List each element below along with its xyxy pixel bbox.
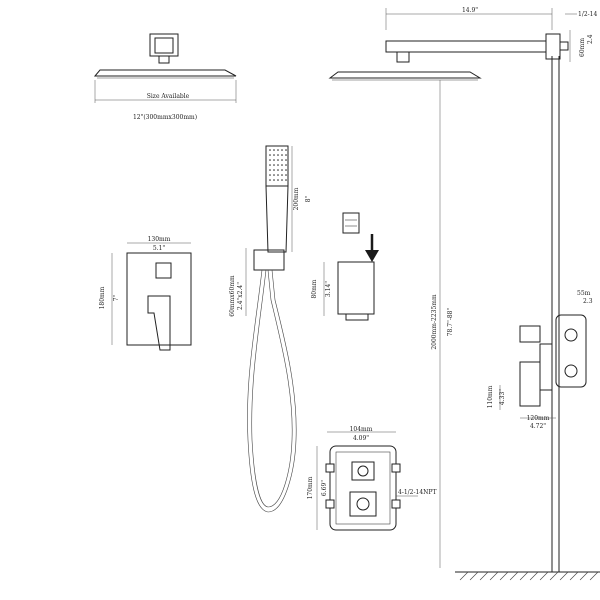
size-available-label: Size Available [147,93,190,100]
showerhead-connector-inner [154,37,174,54]
wall-valve-port-upper [564,328,578,342]
handshower-handle [265,185,289,253]
inlet-thread-label: 1/2-14 [578,11,598,18]
handshower-bracket [253,249,285,271]
wall-valve-port-lower [564,364,578,378]
valve-upper-port [351,461,375,481]
valve-body-inner [335,451,391,525]
hose-inner [251,269,293,508]
trim-height-mm-label: 180mm [99,286,106,309]
valve-inlet-right-top [391,463,401,473]
diverter-knob [155,262,172,279]
side-in-label: 2.3 [583,298,593,305]
wall-head-swivel [396,51,410,63]
arm-drop-in-label: 2.4 [587,34,594,44]
valve-body-outline [329,445,397,531]
hose-outer [247,269,297,513]
wall-trim-plate-side [539,343,553,391]
arm-flange [545,33,561,60]
valve-width-mm-label: 120mm [527,415,550,422]
valve-body-width-mm-label: 104mm [350,426,373,433]
holder-view: 80mm 3.14" [311,212,379,321]
valve-body-height-in-label: 6.69" [321,480,328,496]
arm-length-label: 14.9" [462,7,478,14]
valve-width-in-label: 4.72" [530,423,546,430]
trim-handle [147,295,171,351]
total-height-in-label: 78.7"-88" [447,307,454,336]
valve-body-height-mm-label: 170mm [307,476,314,499]
handshower-nozzles [269,149,287,181]
valve-body-view: 104mm 4.09" 170mm 6.69" 4-1/2-14NPT [307,426,436,531]
side-mm-label: 55m [577,290,591,297]
valve-inlet-right-bottom [391,499,401,509]
valve-depth-in-label: 4.33" [499,389,506,405]
trim-plate [126,252,192,346]
wall-showerhead-plate [328,71,482,79]
trim-width-in-label: 5.1" [153,245,166,252]
wall-handle-upper [519,325,541,343]
insert-arrow-head [365,250,379,262]
arm-drop-label: 60mm [579,38,586,57]
valve-inlet-left-bottom [325,499,335,509]
shower-arm [385,40,547,53]
valve-upper-bore [357,465,369,477]
arm-inlet [559,41,569,51]
bracket-mm-label: 60mmx60mm [229,275,236,317]
holder-cup [345,314,369,321]
trim-width-mm-label: 130mm [148,236,171,243]
valve-depth-mm-label: 110mm [487,385,494,408]
valve-lower-bore [356,497,370,511]
floor-hatch [459,571,599,581]
showerhead-swivel [158,55,170,64]
size-value-label: 12"(300mmx300mm) [133,114,197,121]
showerhead-plate [93,69,237,77]
wall-valve-body [555,314,587,388]
handshower-length-mm-label: 200mm [293,187,300,210]
valve-body-width-in-label: 4.09" [353,435,369,442]
total-height-mm-label: 2000mm-2235mm [431,294,438,350]
holder-height-in-label: 3.14" [325,281,332,297]
bracket-in-label: 2.4"x2.4" [237,282,244,310]
handshower-head [265,145,289,187]
handshower-length-in-label: 8" [305,195,312,202]
valve-thread-label: 4-1/2-14NPT [398,489,436,496]
holder-insert [342,212,360,234]
valve-lower-port [349,491,377,517]
wall-arm-view: 14.9" 1/2-14 60mm 2.4 2000mm-2235mm 78.7… [328,7,600,581]
holder-body [337,261,375,315]
wall-handle-lower [519,361,541,407]
top-showerhead-view: Size Available 12"(300mmx300mm) [93,33,237,121]
valve-inlet-left-top [325,463,335,473]
handshower-view: 200mm 8" 60mmx60mm 2.4"x2.4" [229,145,312,513]
holder-height-mm-label: 80mm [311,279,318,298]
trim-height-in-label: 7" [113,294,120,301]
trim-plate-view: 130mm 5.1" 180mm 7" [99,236,192,351]
